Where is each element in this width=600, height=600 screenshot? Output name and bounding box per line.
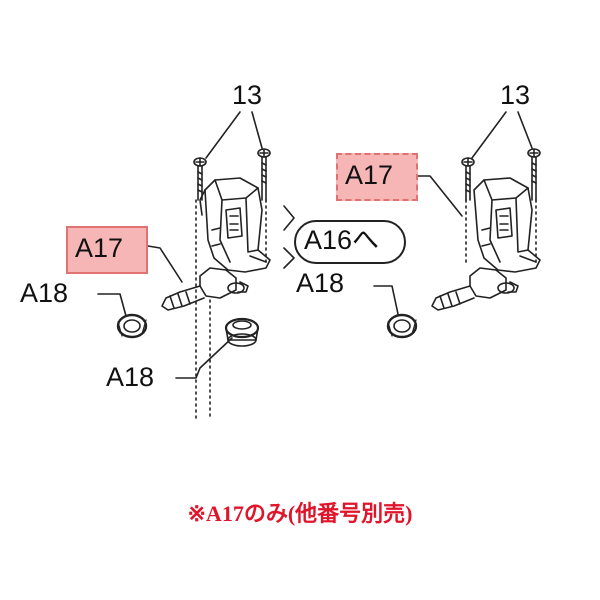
left-screw-b — [257, 148, 271, 201]
left-screw-a — [193, 157, 207, 201]
right-housing — [473, 177, 541, 273]
right-part-highlight — [336, 153, 418, 201]
left-screw-leader-b — [251, 111, 263, 149]
right-washer-label: A18 — [296, 268, 345, 298]
right-part-leader — [415, 175, 463, 217]
ref-label: A16へ — [304, 225, 380, 255]
ref-pill — [294, 220, 406, 264]
right-screw-b — [527, 148, 541, 201]
left-part-label: A17 — [75, 233, 124, 263]
left-assembly — [97, 111, 295, 421]
sold-separately-note: ※A17のみ(他番号別売) — [187, 501, 413, 526]
right-part-label: A17 — [345, 160, 394, 190]
right-assembly — [373, 111, 541, 339]
left-part-leader — [147, 245, 183, 283]
right-washer-leader — [373, 285, 399, 315]
right-screw-leader-a — [471, 111, 507, 159]
right-screw-label: 13 — [500, 80, 531, 110]
right-screw-leader-b — [517, 111, 533, 149]
left-washer-b — [224, 317, 260, 347]
left-valve-shaft — [161, 267, 249, 311]
left-washer-leader-b — [175, 337, 233, 379]
left-ref-bracket-b — [283, 247, 295, 269]
left-screw-leader-a — [205, 111, 241, 159]
right-screw-a — [461, 157, 475, 201]
bottom-washer-label: A18 — [106, 362, 155, 392]
right-valve-shaft — [431, 267, 519, 311]
left-ref-bracket — [283, 205, 295, 231]
right-washer — [386, 313, 418, 339]
left-washer-label: A18 — [20, 278, 69, 308]
left-housing — [199, 177, 271, 273]
left-screw-label: 13 — [232, 80, 263, 110]
left-part-highlight — [66, 226, 148, 274]
left-washer-leader-a — [97, 293, 127, 317]
left-washer-a — [116, 313, 148, 339]
